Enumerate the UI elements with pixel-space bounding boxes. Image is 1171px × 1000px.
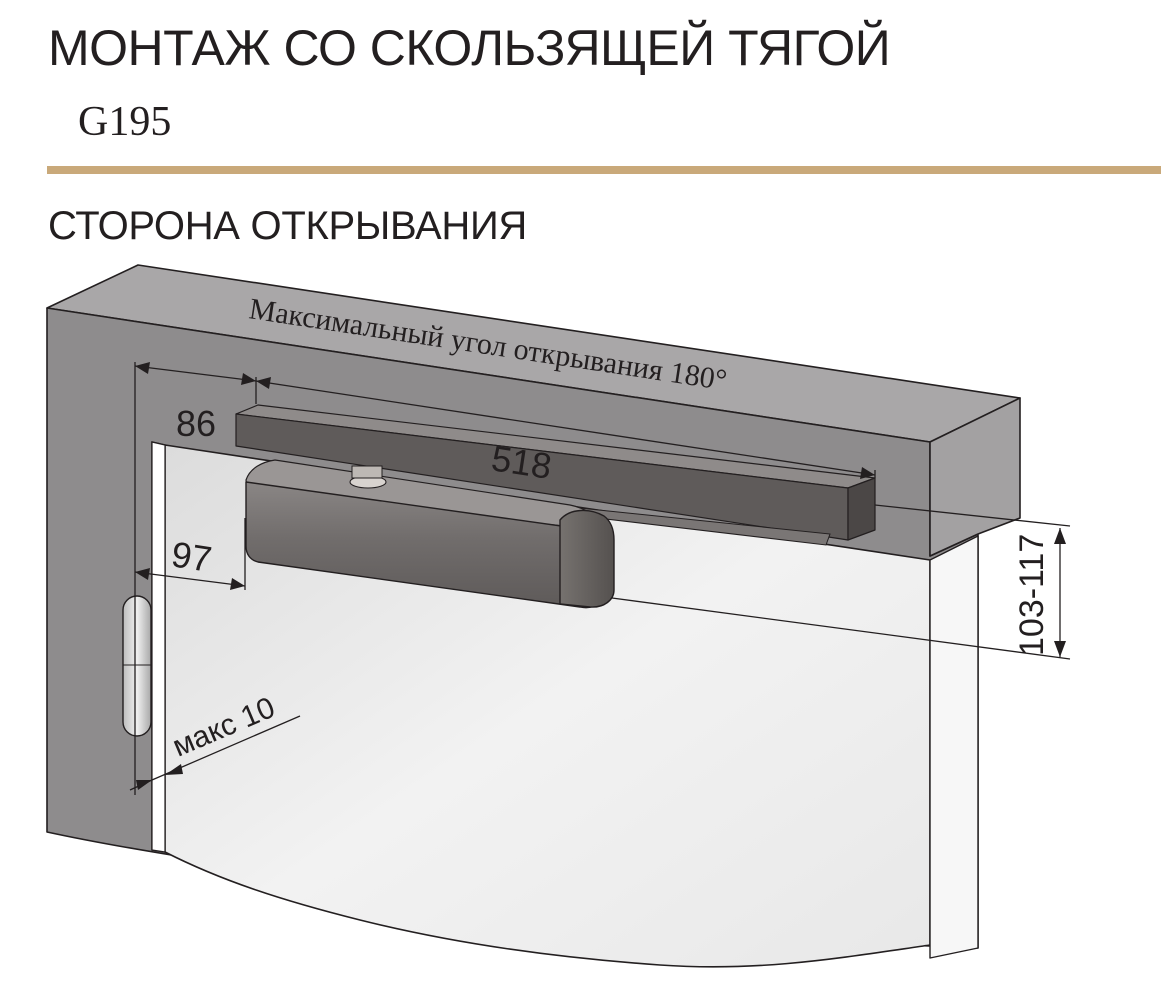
door-edge bbox=[929, 535, 979, 959]
jamb-strip bbox=[151, 441, 166, 853]
accent-divider bbox=[47, 166, 1161, 174]
dimension-height: 103-117 bbox=[1013, 534, 1051, 656]
wall-side-face bbox=[929, 397, 1021, 557]
dimension-518: 518 bbox=[489, 437, 555, 487]
dimension-lines bbox=[129, 362, 1071, 795]
dimension-97: 97 bbox=[169, 533, 215, 580]
page-title: МОНТАЖ СО СКОЛЬЗЯЩЕЙ ТЯГОЙ bbox=[48, 20, 891, 76]
model-number: G195 bbox=[78, 99, 172, 145]
door-closer-body bbox=[245, 459, 615, 609]
slide-rail bbox=[235, 404, 876, 546]
section-title: СТОРОНА ОТКРЫВАНИЯ bbox=[48, 204, 527, 248]
door-closer-end-cap bbox=[559, 509, 615, 608]
hinge-icon bbox=[122, 595, 152, 737]
dimension-86: 86 bbox=[176, 403, 216, 444]
